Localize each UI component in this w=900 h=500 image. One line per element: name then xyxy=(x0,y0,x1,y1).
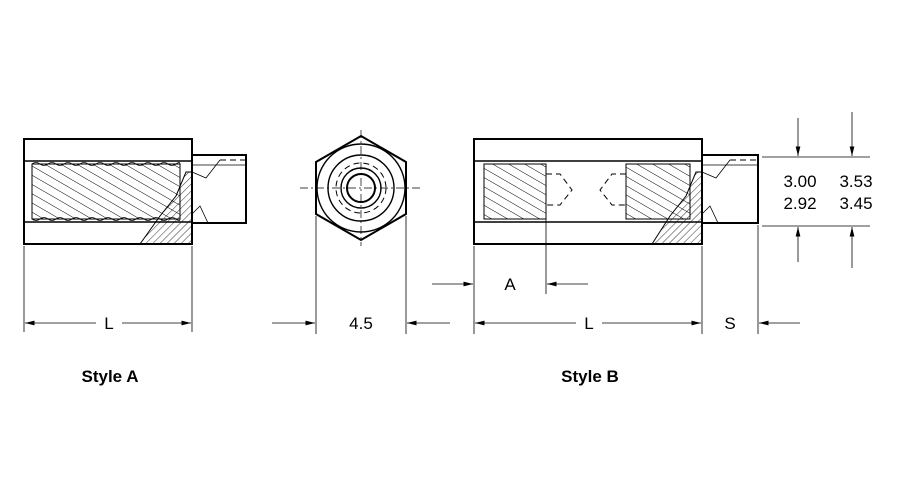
major-dia-max: 3.53 xyxy=(839,172,872,191)
style-b-length-label: L xyxy=(584,314,593,333)
style-b-thread-depth-label: A xyxy=(504,275,516,294)
end-view-width-label: 4.5 xyxy=(349,314,373,333)
minor-dia-max: 3.00 xyxy=(783,172,816,191)
style-a-view: L Style A xyxy=(23,138,247,386)
style-a-caption: Style A xyxy=(81,367,138,386)
style-b-stud-length-label: S xyxy=(724,314,735,333)
major-dia-min: 3.45 xyxy=(839,194,872,213)
style-b-caption: Style B xyxy=(561,367,619,386)
style-a-length-label: L xyxy=(104,314,113,333)
minor-dia-min: 2.92 xyxy=(783,194,816,213)
style-b-view: A L S 3.00 2.92 3.53 3.45 Style B xyxy=(432,112,873,386)
end-view: 4.5 xyxy=(272,130,450,334)
